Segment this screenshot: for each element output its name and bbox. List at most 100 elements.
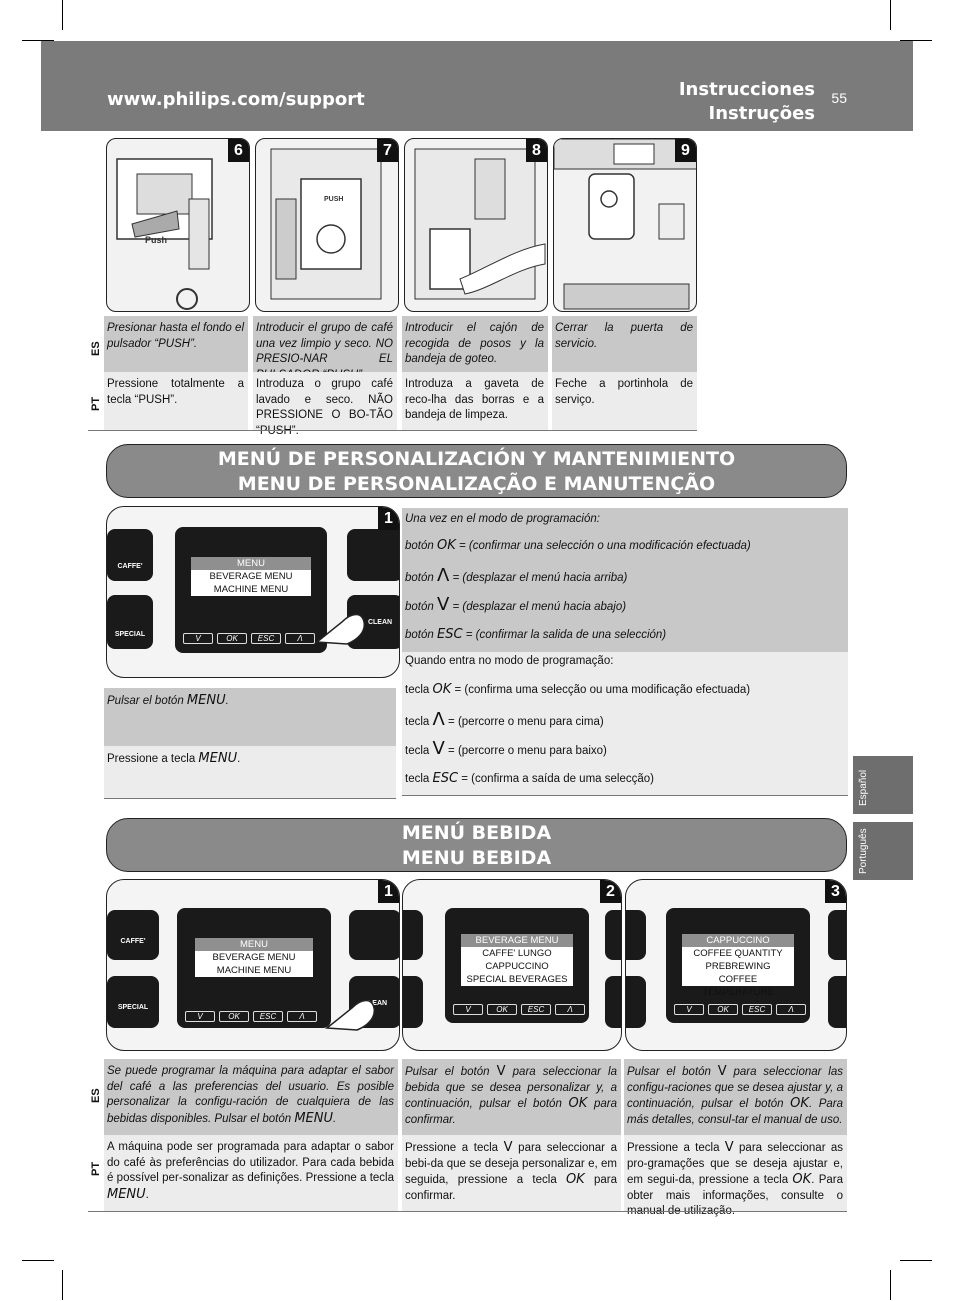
right-button bbox=[828, 910, 846, 960]
info-up-line: botón Λ = (desplazar el menú hacia arrib… bbox=[405, 565, 628, 586]
info-ok-line: botón OK = (confirmar una selección o un… bbox=[405, 538, 751, 553]
ok-key: OK bbox=[708, 1004, 738, 1015]
beverage-col3-pt: Pressione a tecla V para seleccionar as … bbox=[624, 1135, 847, 1217]
up-key: Λ bbox=[776, 1004, 806, 1015]
info-down-line: botón V = (desplazar el menú hacia abajo… bbox=[405, 594, 627, 615]
page-number: 55 bbox=[831, 90, 847, 106]
header-title-es: Instrucciones bbox=[678, 79, 815, 100]
down-arrow-icon: V bbox=[496, 1064, 506, 1079]
beverage-col1-es: Se puede programar la máquina para adapt… bbox=[104, 1059, 398, 1135]
right-button-top bbox=[347, 529, 399, 581]
ok-key: OK bbox=[219, 1011, 249, 1022]
down-key: V bbox=[183, 633, 213, 644]
special-button: SPECIAL bbox=[107, 976, 159, 1028]
crop-mark bbox=[22, 40, 54, 41]
screen-menu-item: COFFEE QUANTITY bbox=[682, 947, 794, 960]
display-screen: CAPPUCCINO COFFEE QUANTITY PREBREWING CO… bbox=[666, 908, 810, 1023]
info-down-line: tecla V = (percorre o menu para baixo) bbox=[405, 738, 607, 759]
beverage-col2-es: Pulsar el botón V para seleccionar la be… bbox=[402, 1059, 621, 1135]
step-6-es-text: Presionar hasta el fondo el pulsador “PU… bbox=[104, 316, 248, 372]
banner-line-es: MENÚ DE PERSONALIZACIÓN Y MANTENIMIENTO bbox=[217, 448, 736, 470]
banner-line-pt: MENU DE PERSONALIZAÇÃO E MANUTENÇÃO bbox=[237, 473, 716, 495]
display-screen: MENU BEVERAGE MENU MACHINE MENU V OK ESC… bbox=[175, 527, 327, 653]
support-url[interactable]: www.philips.com/support bbox=[107, 89, 365, 110]
coffee-group-illustration: Push bbox=[116, 158, 213, 310]
crop-mark bbox=[890, 1270, 891, 1300]
row-label-es: ES bbox=[90, 341, 102, 356]
screen-button-row: V OK ESC Λ bbox=[453, 1004, 585, 1015]
down-key: V bbox=[453, 1004, 483, 1015]
step-6-image: Push 6 bbox=[106, 138, 250, 312]
tab-portugues[interactable]: Português bbox=[853, 822, 913, 880]
right-button bbox=[605, 910, 621, 960]
step-6-pt-text: Pressione totalmente a tecla “PUSH”. bbox=[104, 372, 248, 430]
screen-menu-header: MENU bbox=[191, 557, 311, 570]
screen-menu: CAPPUCCINO COFFEE QUANTITY PREBREWING CO… bbox=[682, 934, 794, 998]
special-button: SPECIAL bbox=[107, 595, 153, 649]
left-button bbox=[403, 976, 423, 1028]
section-banner-maintenance: MENÚ DE PERSONALIZACIÓN Y MANTENIMIENTO … bbox=[106, 444, 847, 498]
down-arrow-icon: V bbox=[436, 594, 450, 615]
display-screen: BEVERAGE MENU CAFFE' LUNGO CAPPUCCINO SP… bbox=[445, 908, 589, 1023]
divider bbox=[88, 1211, 847, 1212]
crop-mark bbox=[890, 0, 891, 30]
esc-key: ESC bbox=[742, 1004, 772, 1015]
control-panel-image: CAFFE' SPECIAL CLEAN MENU BEVERAGE MENU … bbox=[106, 506, 400, 678]
beverage-panel-3: CAPPUCCINO COFFEE QUANTITY PREBREWING CO… bbox=[625, 879, 847, 1051]
divider bbox=[88, 430, 697, 431]
info-ok-line: tecla OK = (confirma uma selecção ou uma… bbox=[405, 682, 751, 697]
press-menu-pt: Pressione a tecla MENU. bbox=[104, 746, 396, 798]
screen-button-row: V OK ESC Λ bbox=[185, 1011, 317, 1022]
screen-menu-item: CAFFE' LUNGO bbox=[461, 947, 573, 960]
screen-menu-item: COFFEE TEMPERATURE bbox=[682, 973, 794, 998]
step-badge: 6 bbox=[228, 139, 249, 162]
header-title-pt: Instruções bbox=[708, 103, 815, 124]
step-badge: 7 bbox=[377, 139, 398, 162]
screen-menu-item: CAPPUCCINO bbox=[461, 960, 573, 973]
down-arrow-icon: V bbox=[503, 1140, 513, 1155]
right-button bbox=[828, 976, 846, 1028]
menu-key-label: MENU bbox=[186, 693, 226, 708]
row-label-pt: PT bbox=[90, 1161, 102, 1176]
crop-mark bbox=[22, 1260, 54, 1261]
screen-menu-header: BEVERAGE MENU bbox=[461, 934, 573, 947]
push-label: Push bbox=[145, 235, 167, 245]
menu-key-label: MENU bbox=[107, 1186, 146, 1202]
beverage-panel-2: BEVERAGE MENU CAFFE' LUNGO CAPPUCCINO SP… bbox=[402, 879, 622, 1051]
beverage-col3-es: Pulsar el botón V para seleccionar las c… bbox=[624, 1059, 847, 1135]
up-arrow-icon: Λ bbox=[436, 565, 450, 586]
caffe-button: CAFFE' bbox=[107, 910, 159, 960]
panel-badge: 2 bbox=[600, 880, 621, 903]
pointing-hand-icon bbox=[325, 999, 376, 1031]
left-button bbox=[403, 910, 423, 960]
left-button bbox=[626, 910, 646, 960]
screen-menu-item: MACHINE MENU bbox=[195, 964, 313, 977]
down-arrow-icon: V bbox=[432, 738, 445, 759]
section-banner-beverage: MENÚ BEBIDA MENU BEBIDA bbox=[106, 818, 847, 872]
down-key: V bbox=[674, 1004, 704, 1015]
step-badge: 9 bbox=[675, 139, 696, 162]
step-7-image: PUSH 7 bbox=[255, 138, 399, 312]
divider bbox=[104, 798, 396, 799]
info-intro: Quando entra no modo de programação: bbox=[405, 655, 614, 667]
panel-badge: 1 bbox=[378, 880, 399, 903]
screen-menu-item: BEVERAGE MENU bbox=[191, 570, 311, 583]
beverage-col1-pt: A máquina pode ser programada para adapt… bbox=[104, 1135, 398, 1211]
left-button bbox=[626, 976, 646, 1028]
esc-key: ESC bbox=[521, 1004, 551, 1015]
caffe-button: CAFFE' bbox=[107, 529, 153, 581]
info-up-line: tecla Λ = (percorre o menu para cima) bbox=[405, 709, 604, 730]
ok-key: OK bbox=[487, 1004, 517, 1015]
up-key: Λ bbox=[287, 1011, 317, 1022]
up-arrow-icon: Λ bbox=[432, 709, 445, 730]
press-menu-es: Pulsar el botón MENU. bbox=[104, 688, 396, 746]
beverage-panel-1: CAFFE' SPECIAL CLEAN MENU BEVERAGE MENU … bbox=[106, 879, 400, 1051]
screen-menu-item: SPECIAL BEVERAGES bbox=[461, 973, 573, 986]
screen-menu: BEVERAGE MENU CAFFE' LUNGO CAPPUCCINO SP… bbox=[461, 934, 573, 986]
crop-mark bbox=[900, 1260, 932, 1261]
tab-espanol[interactable]: Español bbox=[853, 756, 913, 814]
step-9-pt-text: Feche a portinhola de serviço. bbox=[552, 372, 697, 430]
screen-menu-item: MACHINE MENU bbox=[191, 583, 311, 596]
pointing-hand-icon bbox=[315, 613, 366, 645]
step-7-pt-text: Introduza o grupo café lavado e seco. NÃ… bbox=[253, 372, 397, 437]
